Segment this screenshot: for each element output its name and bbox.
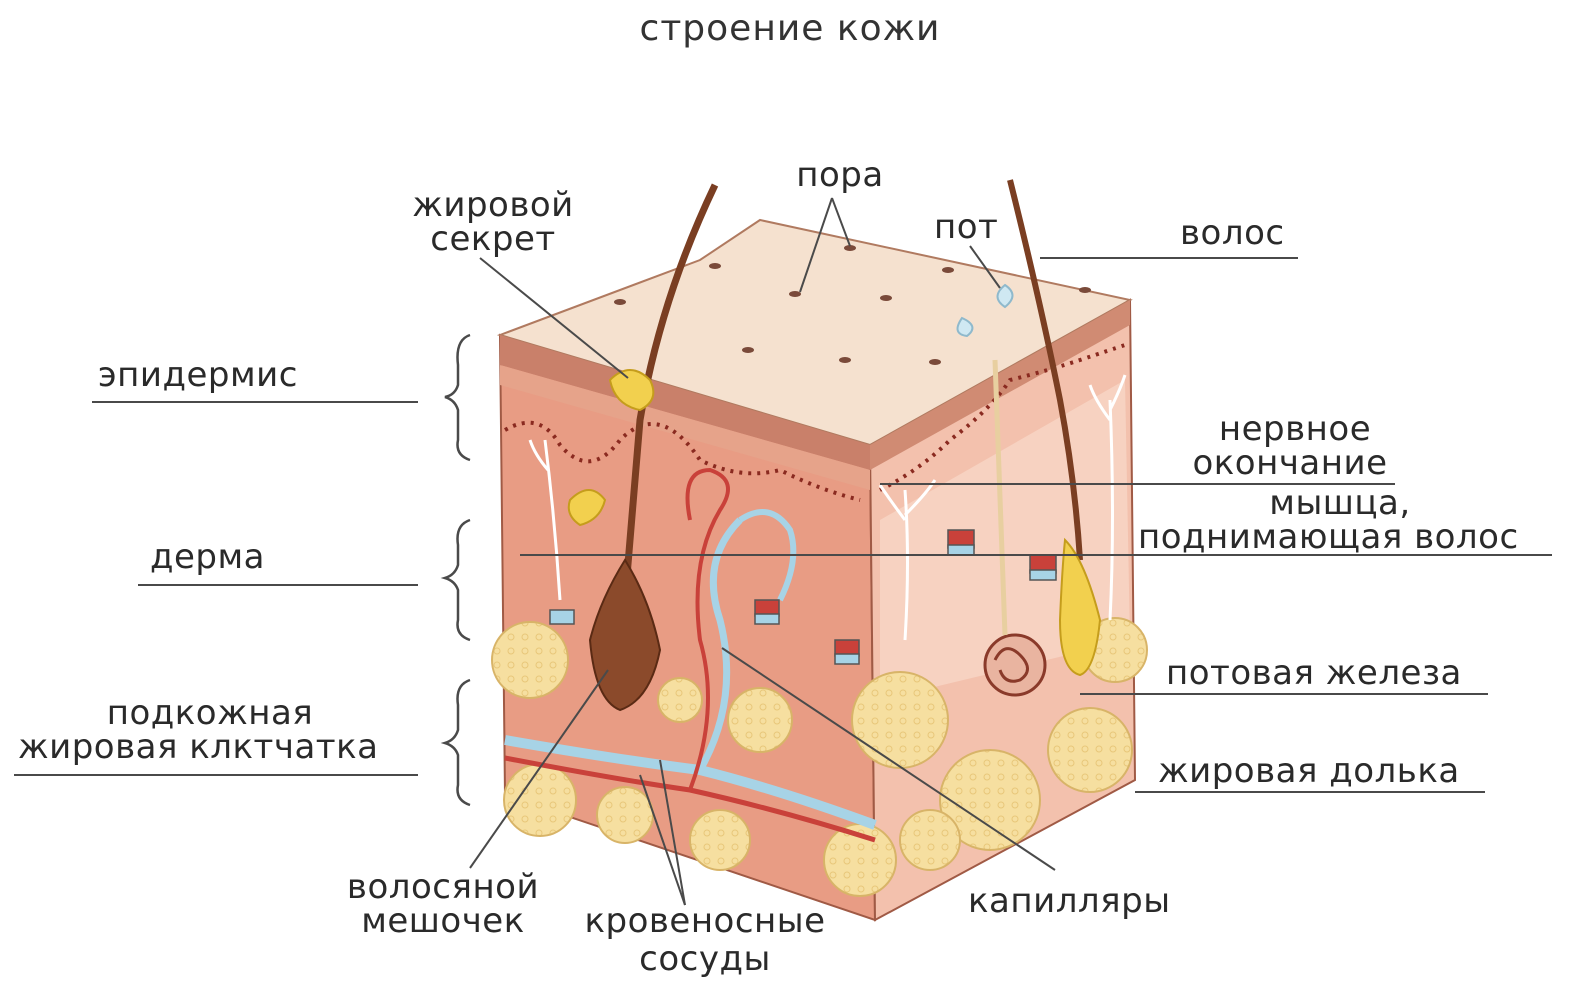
label-subcutis-line2: жировая клктчатка — [18, 730, 378, 764]
bracket-subcutis — [445, 680, 470, 805]
label-sweat-gland: потовая железа — [1166, 656, 1462, 690]
label-pora: пора — [760, 158, 920, 192]
label-muscle-line1: мышца, — [1230, 486, 1450, 520]
label-follicle-line1: волосяной — [318, 870, 568, 904]
label-vessels-line2: сосуды — [560, 942, 850, 976]
label-pot: пот — [934, 210, 998, 244]
bracket-derma — [445, 520, 470, 640]
label-fat-lobule: жировая долька — [1158, 754, 1460, 788]
label-vessels-line1: кровеносные — [560, 904, 850, 938]
label-subcutis-line1: подкожная — [60, 696, 360, 730]
label-nerve-line2: окончание — [1170, 446, 1410, 480]
label-follicle-line2: мешочек — [318, 904, 568, 938]
label-muscle-line2: поднимающая волос — [1138, 520, 1519, 554]
label-capillaries: капилляры — [968, 884, 1171, 918]
label-fat-secret-line2: секрет — [388, 222, 598, 256]
label-nerve-line1: нервное — [1180, 412, 1410, 446]
label-epidermis: эпидермис — [98, 358, 298, 392]
layer-brackets — [445, 335, 470, 805]
label-derma: дерма — [150, 540, 265, 574]
bracket-epidermis — [445, 335, 470, 460]
label-fat-secret-line1: жировой — [388, 188, 598, 222]
label-volos: волос — [1180, 216, 1285, 250]
